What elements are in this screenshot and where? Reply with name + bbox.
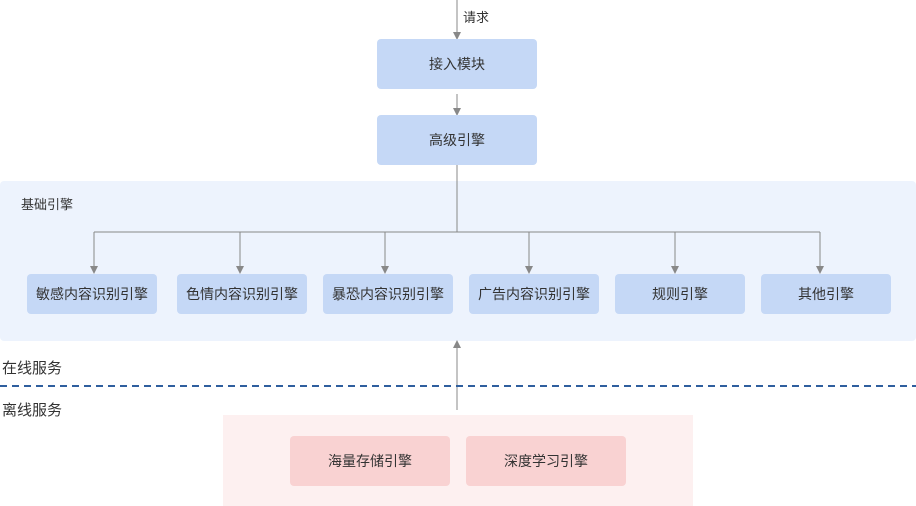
basic-engine-label: 基础引擎	[21, 198, 74, 213]
mass-storage-engine-node: 海量存储引擎	[290, 436, 450, 486]
advanced-engine-node: 高级引擎	[377, 115, 537, 165]
online-service-label: 在线服务	[2, 359, 63, 377]
deep-learning-engine-node: 深度学习引擎	[466, 436, 626, 486]
ad-content-engine-node: 广告内容识别引擎	[469, 274, 599, 314]
basic-engine-panel	[0, 181, 916, 341]
terror-content-engine-node: 暴恐内容识别引擎	[323, 274, 453, 314]
request-label: 请求	[463, 11, 490, 26]
offline-service-label: 离线服务	[2, 401, 63, 419]
porn-content-engine-node: 色情内容识别引擎	[177, 274, 307, 314]
other-engine-node: 其他引擎	[761, 274, 891, 314]
access-module-node: 接入模块	[377, 39, 537, 89]
sensitive-content-engine-node: 敏感内容识别引擎	[27, 274, 157, 314]
rule-engine-node: 规则引擎	[615, 274, 745, 314]
